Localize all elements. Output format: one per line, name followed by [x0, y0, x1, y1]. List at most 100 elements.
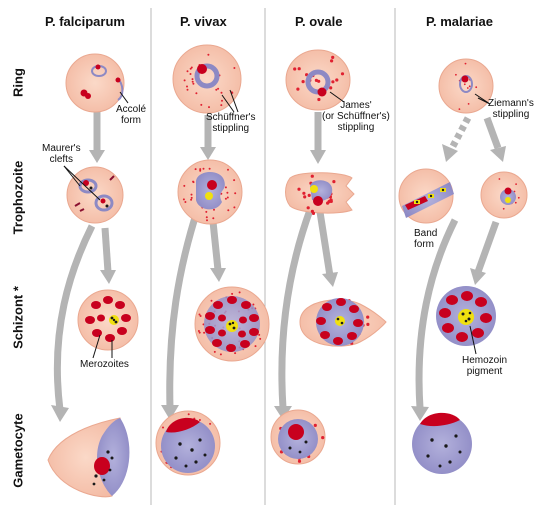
stipple-dot: [329, 86, 333, 90]
stipple-dot: [233, 206, 236, 209]
stipple-dot: [191, 78, 194, 81]
stipple-dot: [293, 67, 297, 71]
stipple-dot: [189, 67, 192, 70]
stipple-dot: [259, 337, 262, 340]
stipple-dot: [205, 210, 208, 213]
stipple-dot: [297, 67, 301, 71]
stipple-dot: [199, 168, 202, 171]
stipple-dot: [208, 167, 211, 170]
stipple-dot: [310, 174, 314, 178]
stipple-dot: [183, 184, 186, 187]
stipple-dot: [231, 292, 234, 295]
annotation-leaders: [63, 89, 491, 201]
falciparum-gametocyte-cell: [47, 417, 130, 498]
stipple-dot: [231, 91, 234, 94]
stipple-dot: [498, 178, 501, 180]
stipple-dot: [184, 201, 187, 203]
stipple-dot: [186, 88, 189, 91]
stipple-dot: [458, 108, 461, 110]
stipple-dot: [258, 333, 261, 336]
stipple-dot: [331, 80, 335, 84]
stipple-dot: [224, 186, 227, 189]
row-label-schizont: Schizont *: [10, 286, 26, 349]
stipple-dot: [467, 103, 470, 105]
stipple-dot: [297, 459, 302, 463]
falciparum-schizont-cell: [77, 289, 139, 359]
column-title-falciparum: P. falciparum: [45, 14, 125, 29]
stipple-dot: [331, 55, 335, 60]
stipple-dot: [215, 88, 218, 91]
stipple-dot: [301, 80, 305, 84]
stipple-dot: [198, 313, 201, 316]
stipple-dot: [252, 303, 255, 306]
stipple-dot: [332, 180, 336, 184]
stipple-dot: [162, 426, 164, 429]
stipple-dot: [190, 193, 193, 196]
stipple-dot: [366, 315, 370, 319]
stipple-dot: [303, 195, 307, 199]
stipple-dot: [464, 62, 467, 65]
stipple-dot: [335, 78, 339, 82]
stipple-dot: [203, 331, 206, 334]
stipple-dot: [206, 219, 208, 222]
stipple-dot: [233, 179, 236, 182]
row-label-trophozoite: Trophozoite: [10, 160, 26, 235]
note-merozoites: Merozoites: [80, 359, 129, 370]
stipple-dot: [192, 180, 195, 183]
stipple-dot: [200, 103, 203, 106]
stipple-dot: [191, 80, 194, 83]
ovale-schizont-cell: [299, 298, 387, 347]
column-title-malariae: P. malariae: [426, 14, 493, 29]
stipple-dot: [219, 353, 222, 356]
stipple-dot: [502, 207, 505, 210]
stipple-dot: [307, 193, 311, 197]
stipple-dot: [217, 87, 220, 90]
stipple-dot: [329, 199, 333, 203]
stipple-dot: [515, 183, 517, 186]
ovale-gametocyte-cell: [270, 409, 326, 465]
row-label-ring: Ring: [10, 68, 26, 97]
column-dividers: [150, 8, 396, 505]
stipple-dot: [199, 315, 202, 317]
stipple-dot: [226, 196, 229, 199]
stipple-dot: [186, 70, 189, 73]
stipple-dot: [207, 53, 210, 56]
stipple-dot: [186, 85, 188, 88]
stipple-dot: [227, 209, 230, 212]
stipple-dot: [317, 79, 321, 83]
stipple-dot: [183, 79, 186, 82]
stipple-dot: [197, 330, 200, 332]
stipple-dot: [468, 85, 471, 88]
falciparum-ring-cell: [65, 53, 129, 113]
stipple-dot: [306, 206, 310, 210]
vivax-schizont-cell: [194, 286, 270, 362]
stipple-dot: [226, 191, 229, 194]
stipple-dot: [455, 73, 457, 76]
malariae-ring-cell: [438, 58, 494, 114]
column-title-ovale: P. ovale: [295, 14, 343, 29]
malariae-schizont-cell: [436, 286, 496, 355]
vivax-trophozoite-cell: [177, 159, 243, 225]
stipple-dot: [466, 87, 469, 89]
stipple-dot: [213, 208, 215, 211]
stipple-dot: [210, 299, 213, 302]
stipple-dot: [463, 83, 466, 86]
note-james-stippling: James'(or Schüffner's)stippling: [322, 100, 390, 133]
stipple-dot: [302, 191, 306, 195]
stipple-dot: [205, 216, 208, 219]
stipple-dot: [296, 87, 300, 91]
stipple-dot: [366, 322, 370, 326]
stipple-dot: [514, 201, 517, 204]
stipple-dot: [221, 99, 223, 102]
arrow-heads: [51, 144, 506, 422]
stipple-dot: [340, 72, 345, 76]
stipple-dot: [187, 413, 190, 416]
stipple-dot: [227, 168, 229, 171]
stipple-dot: [195, 92, 198, 95]
